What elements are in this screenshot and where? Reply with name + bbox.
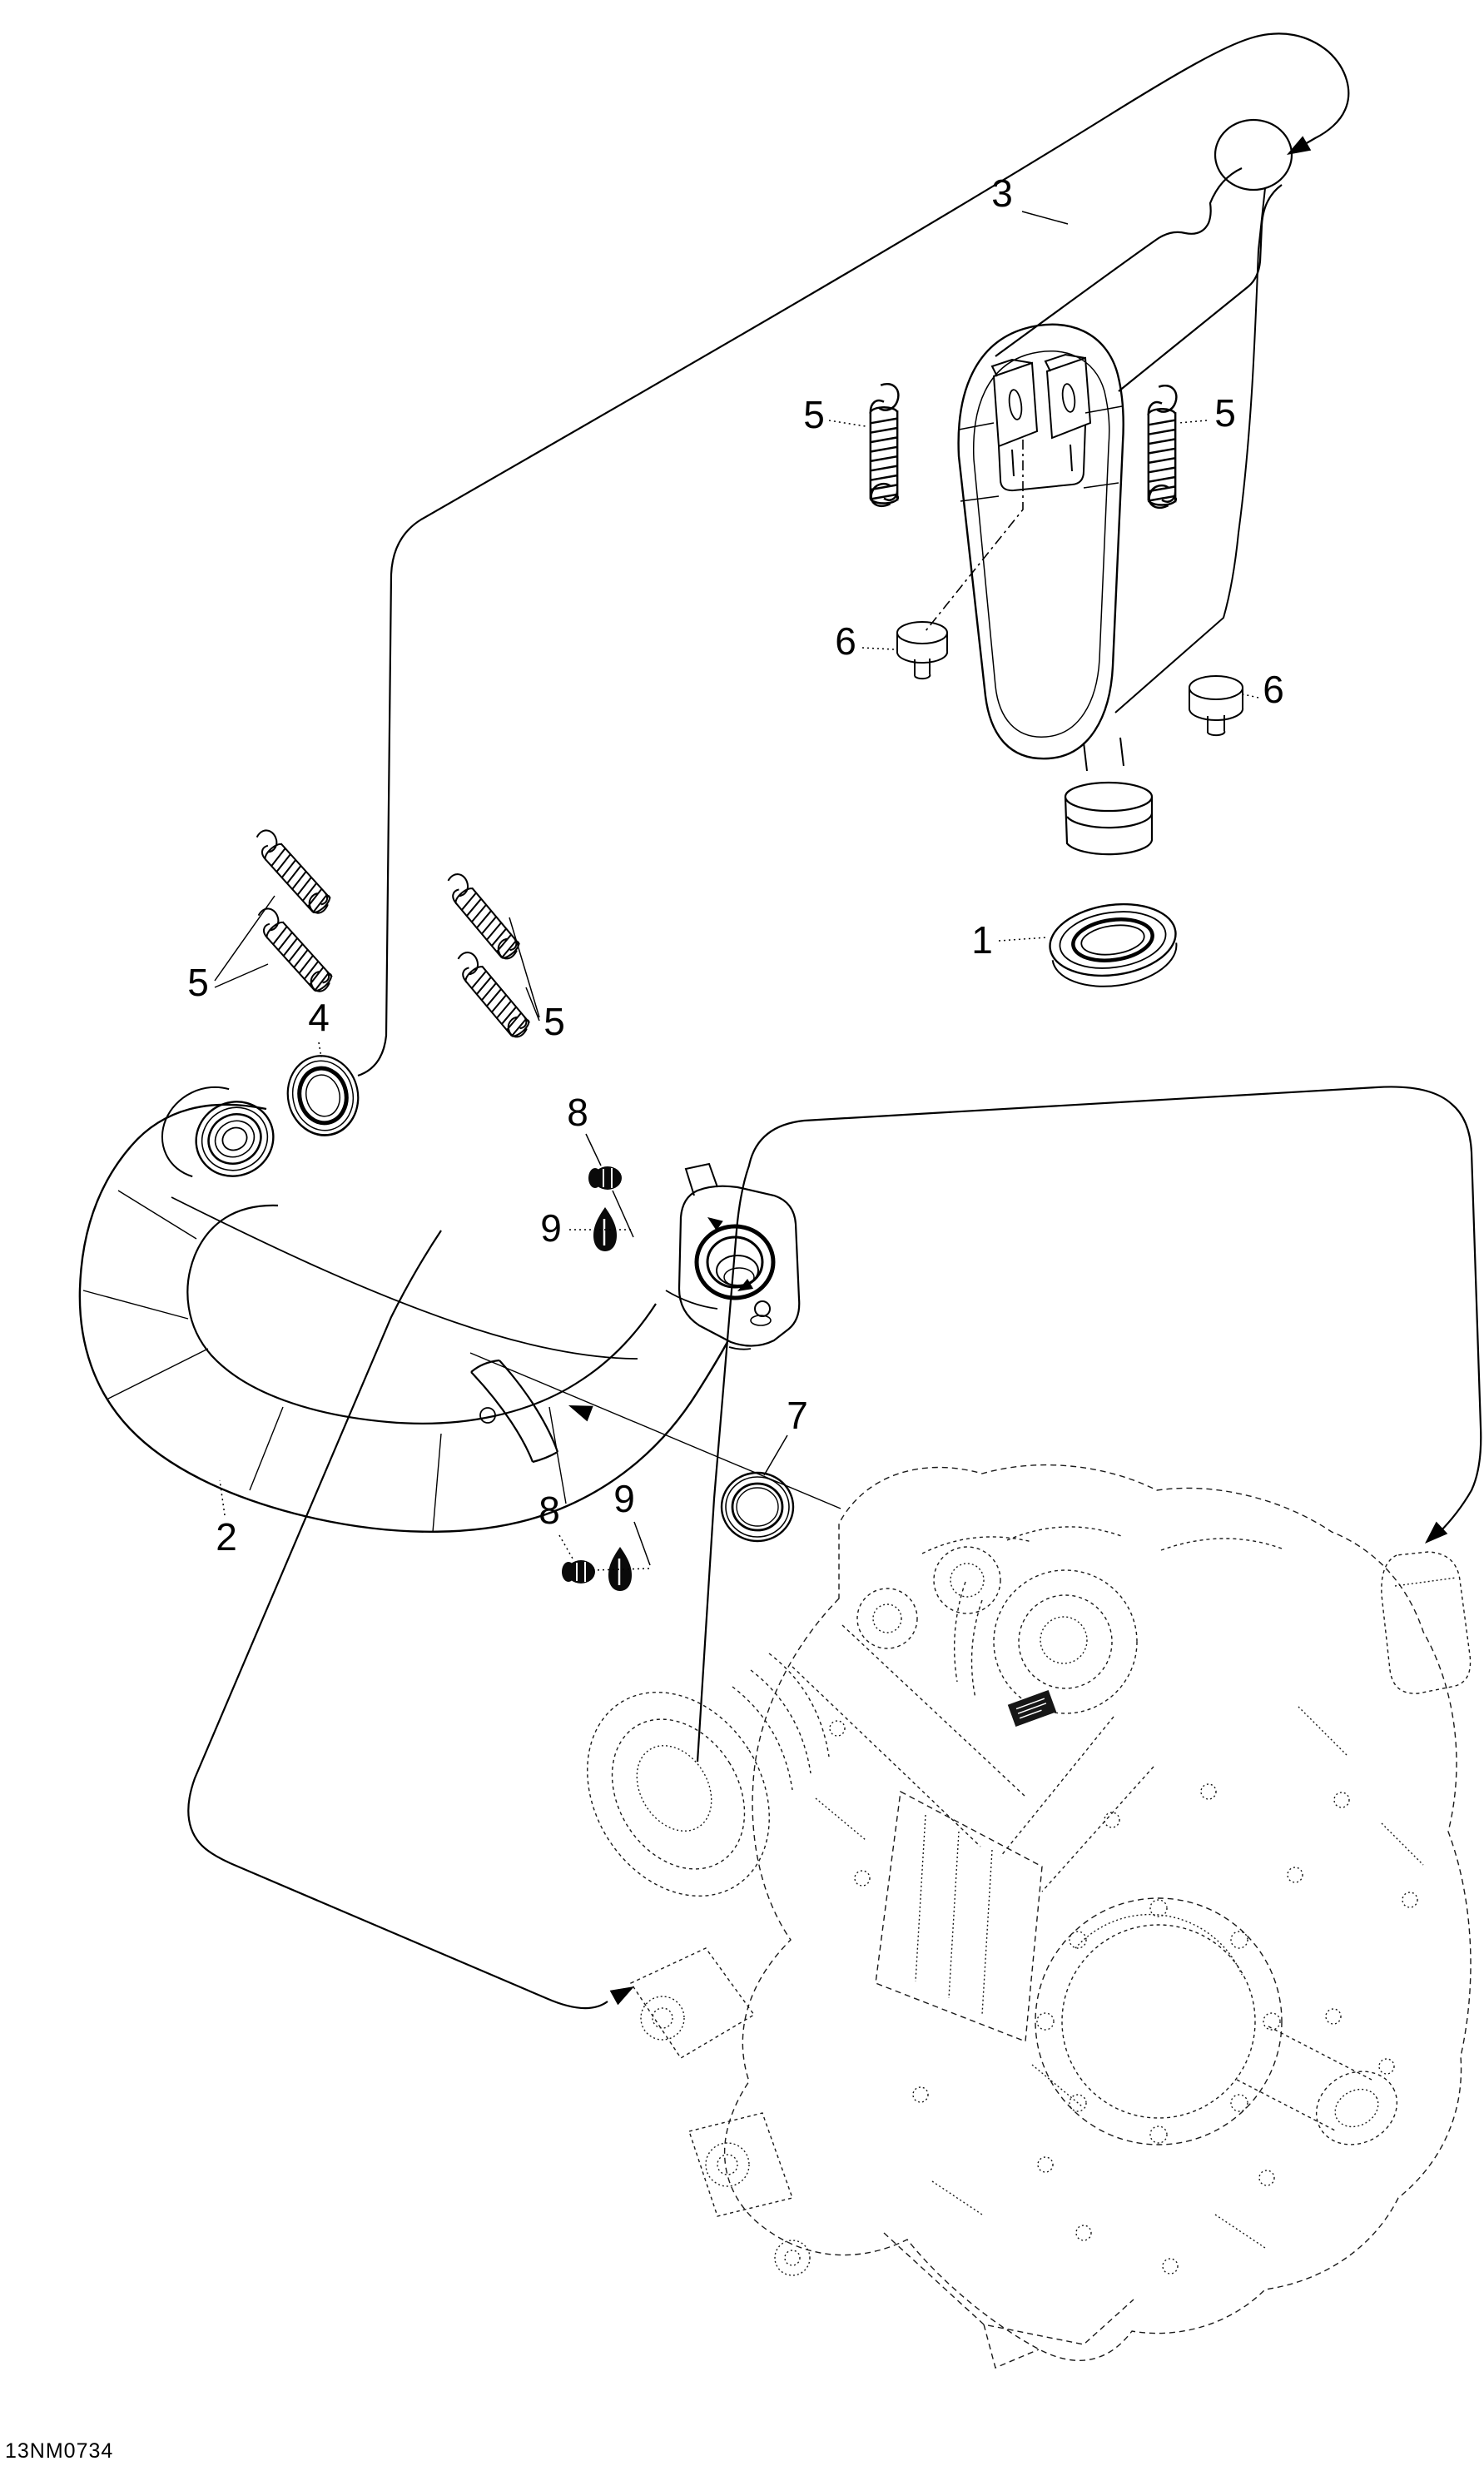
callout-2: 2 [216,1515,237,1559]
callout-6-right: 6 [1263,668,1284,711]
rubber-bumper-left [896,621,949,680]
pipe-outer-edge [78,1103,729,1533]
muffler-front-face [957,323,1124,760]
pipe-weld-seams [82,1190,567,1533]
callout-1: 1 [971,918,993,962]
rubber-bumper-right [1189,675,1244,737]
body-panel-outline-lower [696,1086,1482,1762]
muffler-outlet [1064,737,1154,856]
callout-5-muffler-right: 5 [1214,391,1236,435]
pipe-springs [249,826,534,1042]
muffler-bracket [958,353,1123,502]
outlet-seal-ring [1049,902,1178,987]
clamp-position-line [469,1352,841,1509]
grommet-lower [608,1547,632,1591]
flange-nut-upper [588,1166,622,1190]
callout-6-left: 6 [835,619,856,663]
callout-labels: 1 2 3 4 5 5 5 5 6 6 7 8 8 9 9 [187,172,1284,1559]
muffler-front-face-inner [972,351,1110,738]
clamp-arrow [565,1397,593,1422]
exhaust-pipe [78,1086,752,1533]
panel-placement-arrow-engine-left [609,1979,638,2006]
panel-placement-arrow-engine-right [1419,1521,1448,1550]
callout-8-lower: 8 [539,1489,560,1532]
pipe-mid-seam [171,1196,638,1360]
flange-seal-ring [720,1471,795,1543]
muffler-top-edge-left [995,167,1243,357]
panel-placement-arrow-muffler [1283,136,1312,162]
bumper-placement-line [925,440,1024,632]
callout-5-muffler-left: 5 [803,393,825,436]
callout-8-upper: 8 [567,1091,588,1134]
callout-5-pipe-right: 5 [543,1000,565,1043]
flange-nut-lower [562,1560,595,1584]
pipe-inlet-gasket [286,1055,360,1136]
pipe-inlet-bell [161,1086,275,1178]
muffler-snout [1214,118,1293,191]
muffler-spring-left [869,382,900,508]
flange-stud [754,1300,771,1317]
callout-9-upper: 9 [540,1206,562,1250]
exhaust-flange [677,1162,801,1347]
muffler-spring-right [1147,384,1178,510]
pipe-clamp [470,1359,559,1464]
engine-label-plate [1007,1689,1057,1728]
callout-5-pipe-left: 5 [187,961,209,1004]
callout-7: 7 [787,1394,808,1437]
body-panel-outline-upper [187,32,1350,2010]
callout-9-lower: 9 [613,1477,635,1520]
callout-4: 4 [308,996,330,1039]
flange-ear [684,1162,718,1196]
muffler [869,118,1293,856]
document-code: 13NM0734 [5,2439,113,2463]
engine-silhouette [587,1464,1472,2369]
callout-3: 3 [991,172,1013,215]
muffler-side-face [1114,187,1266,713]
pipe-inner-edge [186,1204,657,1424]
callout-leaders [214,211,1259,1571]
pipe-outlet-stub [665,1290,752,1350]
muffler-top-edge-right [1118,184,1283,392]
